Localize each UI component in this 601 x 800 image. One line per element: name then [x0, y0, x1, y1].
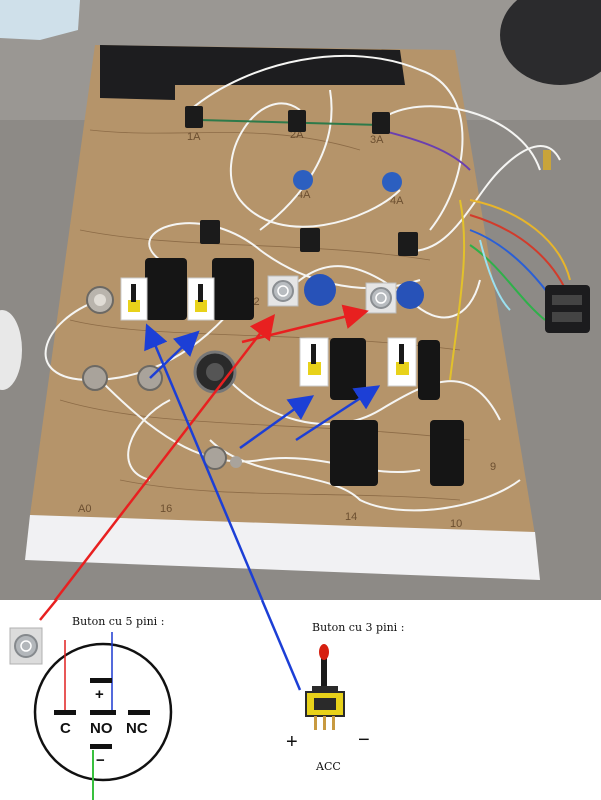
pinout-diagram: Buton cu 5 pini : Buton cu 3 pini : C NO… — [0, 600, 601, 800]
board-label: 4A — [297, 189, 311, 201]
toggle-switch-icon — [387, 337, 417, 387]
pin-header — [543, 150, 551, 170]
toggle-switch-icon — [187, 277, 215, 321]
pin-c-label: C — [60, 720, 71, 737]
round-object — [500, 0, 601, 85]
wiring-photo: 1A 2A 3A 4A 4A 1A2 A0 16 14 10 9 — [0, 0, 601, 600]
board-label: 9 — [490, 461, 496, 473]
pin-minus-label: − — [96, 752, 105, 769]
board-label: 16 — [160, 503, 172, 515]
board-label: A0 — [78, 503, 91, 515]
toggle-switch-icon — [299, 337, 329, 387]
five-pin-button-diagram: C NO NC + − — [33, 632, 173, 800]
acc-label: ACC — [315, 760, 341, 773]
mask-object — [0, 0, 80, 40]
pin-plus-label: + — [95, 686, 104, 703]
pin-no-label: NO — [90, 720, 113, 737]
led-push-button-icon — [267, 275, 299, 307]
black-tape — [100, 45, 405, 100]
board-label: 3A — [370, 134, 384, 146]
potentiometers — [293, 170, 424, 309]
board-label: 4A — [390, 195, 404, 207]
three-pin-toggle-icon — [305, 644, 345, 730]
toggle-housings — [145, 258, 464, 486]
five-pin-title: Buton cu 5 pini : — [72, 615, 164, 628]
toggle-switch-icon — [120, 277, 148, 321]
relay-module-icon — [545, 285, 590, 333]
three-pin-title: Buton cu 3 pini : — [312, 621, 404, 634]
pin-nc-label: NC — [126, 720, 148, 737]
blue-arrows — [144, 323, 381, 600]
cup-object — [0, 310, 22, 390]
toggle-minus-label: − — [358, 729, 370, 751]
led-push-button-icon — [9, 627, 43, 665]
led-push-button-icon — [365, 282, 397, 314]
red-arrows — [53, 304, 369, 600]
toggle-plus-label: + — [286, 731, 298, 753]
board-label: 10 — [450, 518, 462, 530]
paper-strip — [25, 515, 540, 580]
board-label: 14 — [345, 511, 357, 523]
small-buttons — [185, 106, 418, 256]
board-label: 1A — [187, 131, 201, 143]
